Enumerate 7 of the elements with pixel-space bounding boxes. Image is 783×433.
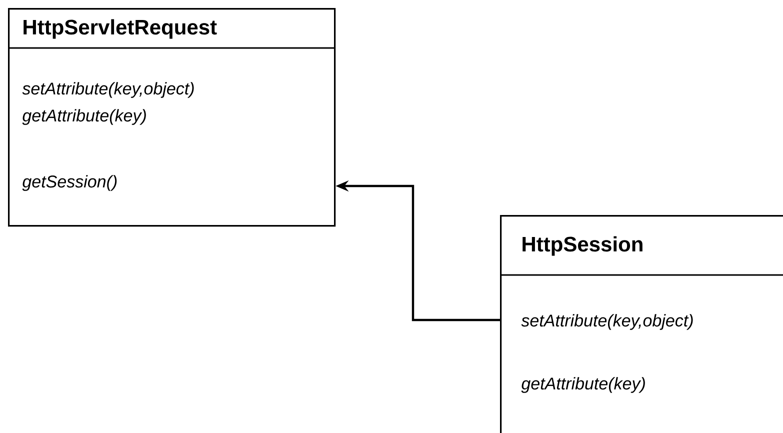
method-name: getAttribute(key) <box>521 377 645 393</box>
method-name: setAttribute(key,object) <box>521 314 693 330</box>
method-name: setAttribute(key,object) <box>22 82 194 98</box>
method-name: getAttribute(key) <box>22 109 146 125</box>
method-name: getSession() <box>22 175 117 191</box>
class-name: HttpSession <box>522 236 642 256</box>
class-name: HttpServletRequest <box>24 19 217 39</box>
